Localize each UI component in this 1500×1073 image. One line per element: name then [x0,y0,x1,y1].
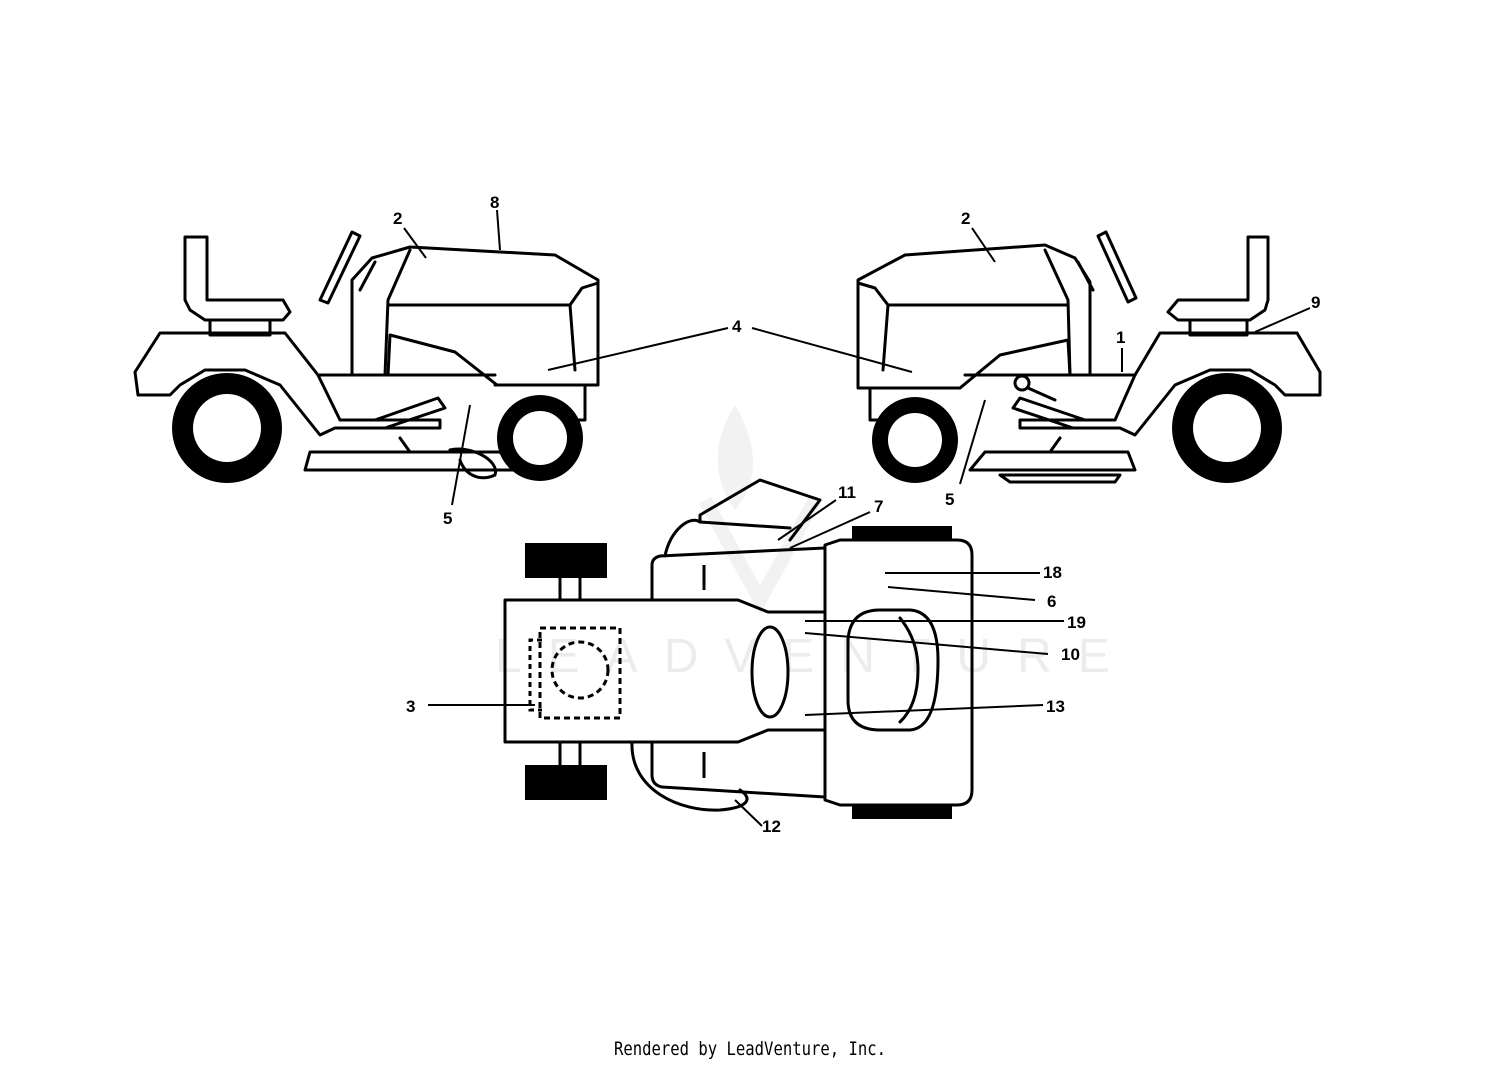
callout-left-2: 2 [393,209,402,228]
right-view-leader-lines [751,227,1311,485]
callout-left-5: 5 [443,509,452,528]
callout-13: 13 [1046,697,1065,716]
left-view-leader-lines [403,209,729,506]
callout-3: 3 [406,697,415,716]
callout-12: 12 [762,817,781,836]
top-view-dashes [528,565,827,778]
callout-11: 11 [838,483,856,502]
callout-left-8: 8 [490,193,499,212]
callout-6: 6 [1047,592,1056,611]
callout-right-1: 1 [1116,328,1125,347]
left-side-view-tractor [133,230,600,480]
callout-labels: 2 8 4 5 2 9 1 5 11 7 18 6 19 10 3 13 12 [393,193,1320,836]
callout-19: 19 [1067,613,1086,632]
callout-right-9: 9 [1311,293,1320,312]
top-view-leader-lines [428,499,1064,827]
callout-4: 4 [732,317,742,336]
footer-credit: Rendered by LeadVenture, Inc. [613,1038,887,1060]
callout-right-5: 5 [945,490,954,509]
callout-18: 18 [1043,563,1062,582]
leadventure-watermark: LEADVENTURE [495,405,1136,683]
callout-10: 10 [1061,645,1080,664]
right-view-wheels [872,373,1282,483]
top-view-wheels [525,526,952,819]
svg-text:LEADVENTURE: LEADVENTURE [495,630,1136,683]
left-view-wheels [172,373,583,483]
callout-right-2: 2 [961,209,970,228]
callout-7: 7 [874,497,883,516]
right-side-view-tractor [856,230,1322,484]
